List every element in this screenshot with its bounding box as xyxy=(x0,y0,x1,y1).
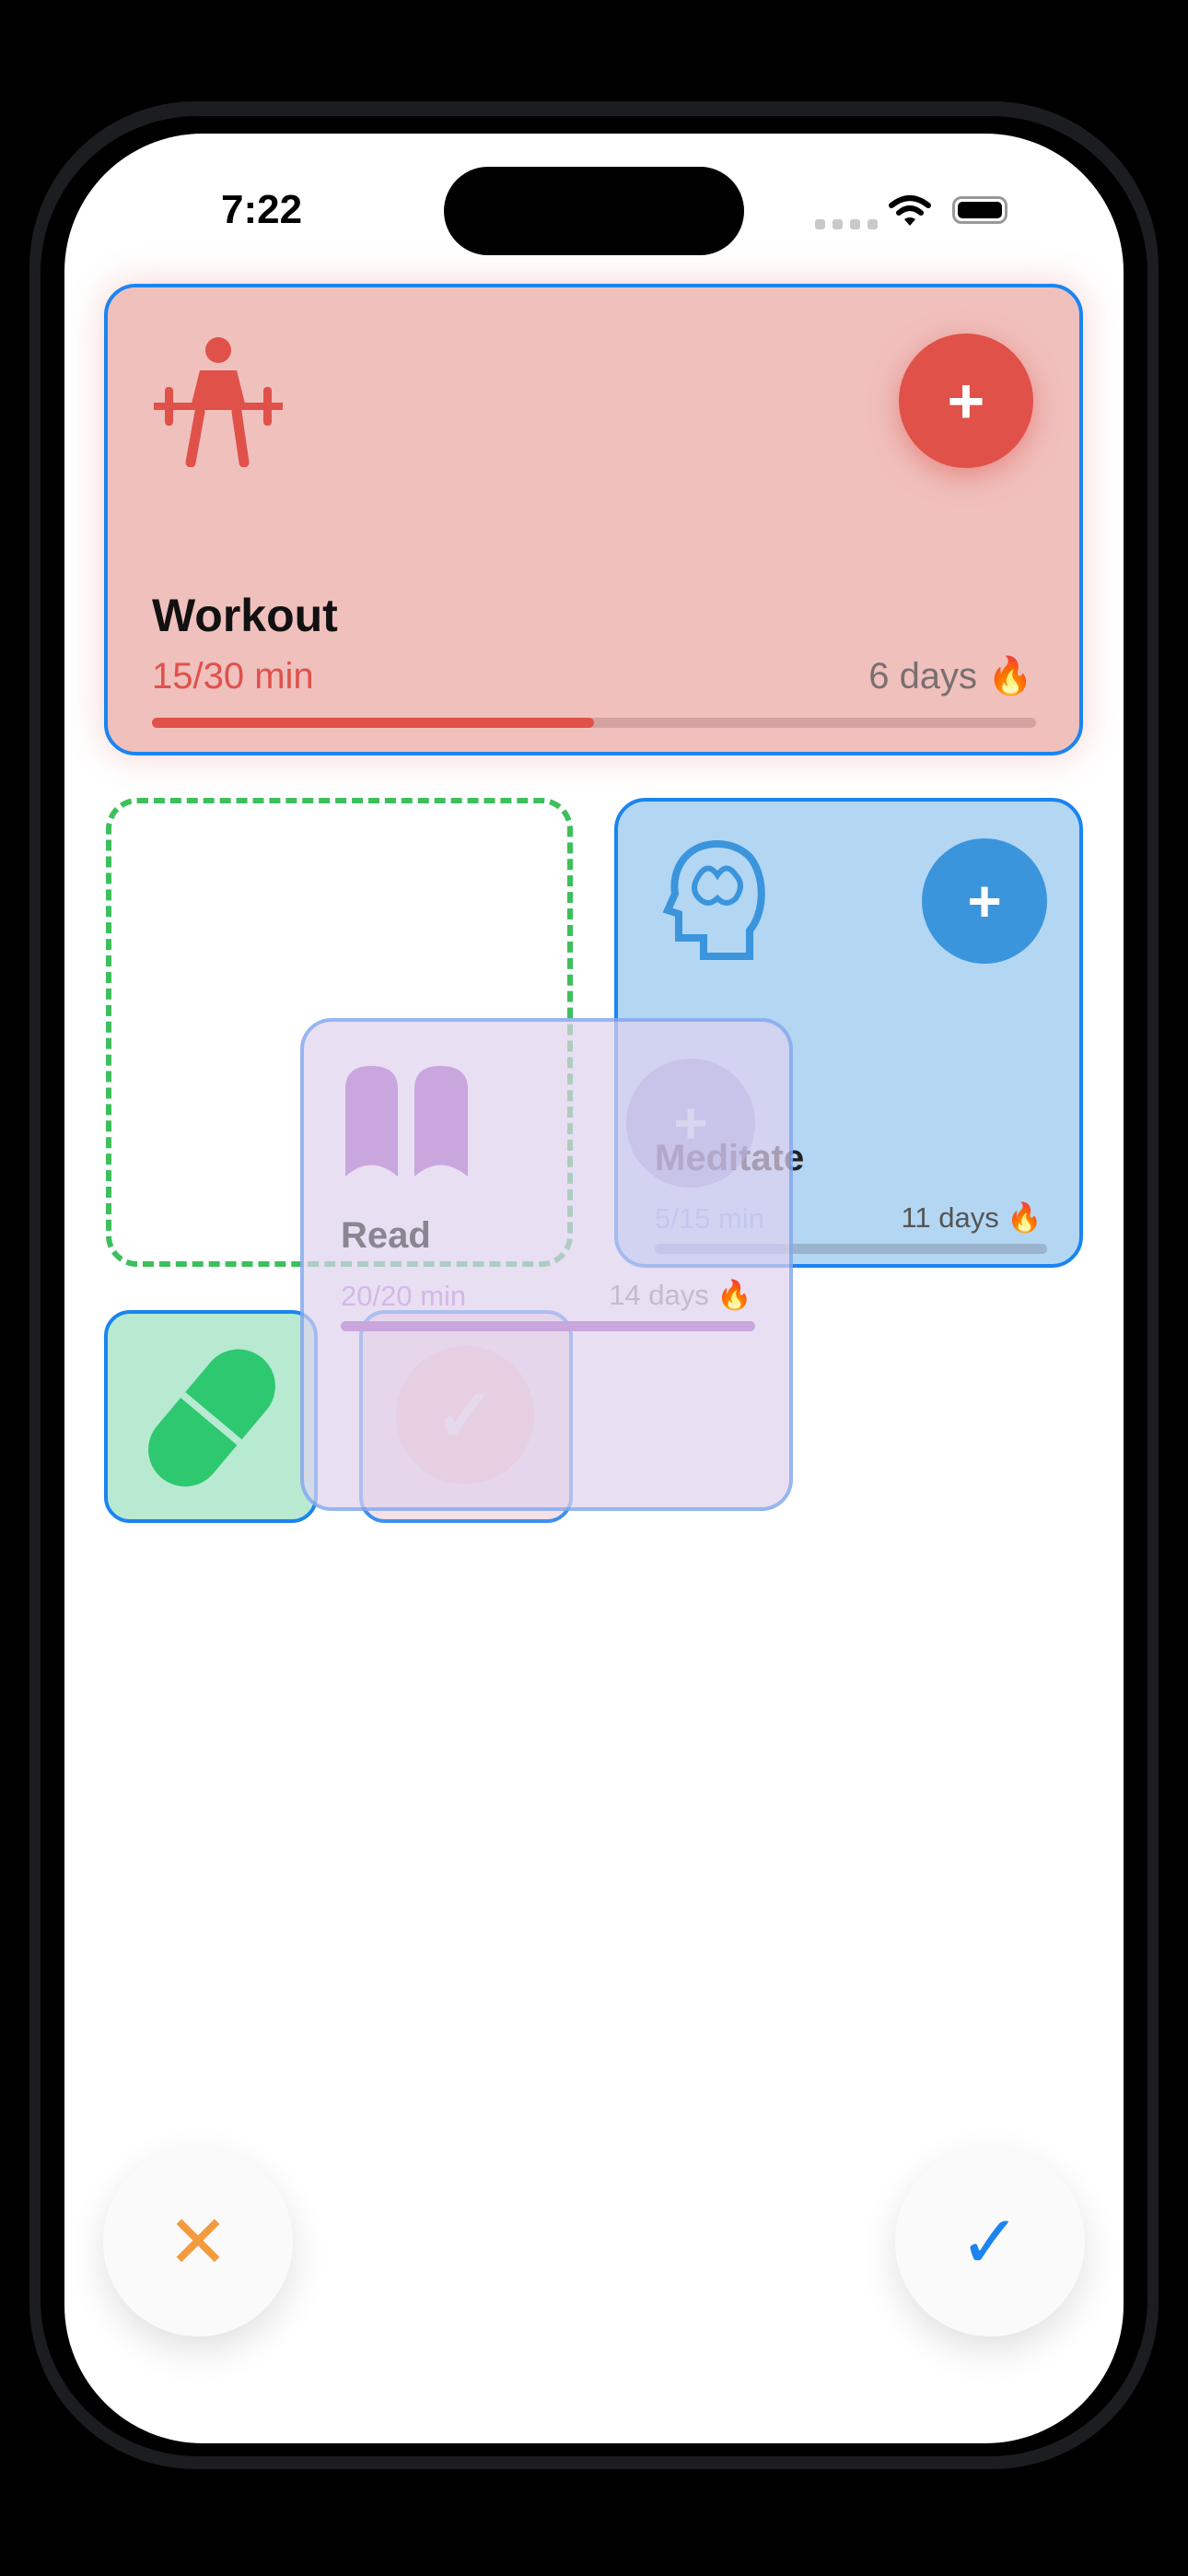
progress-track xyxy=(152,718,1036,728)
habit-progress: 20/20 min xyxy=(341,1280,467,1312)
habit-title: Workout xyxy=(152,590,338,641)
habit-streak: 6 days 🔥 xyxy=(868,656,1033,697)
read-add-button[interactable]: + xyxy=(626,1059,755,1188)
weightlifting-icon xyxy=(154,337,283,467)
wifi-icon xyxy=(889,195,931,226)
confirm-button[interactable]: ✓ xyxy=(895,2147,1085,2336)
habit-streak: 14 days 🔥 xyxy=(609,1279,752,1311)
progress-fill xyxy=(152,718,594,728)
workout-add-button[interactable]: + xyxy=(899,334,1033,468)
brain-head-icon xyxy=(662,839,765,960)
habit-card-workout[interactable]: + Workout 15/30 min 6 days 🔥 xyxy=(104,284,1083,755)
progress-fill xyxy=(341,1321,755,1331)
habit-progress: 15/30 min xyxy=(152,656,314,697)
screen: 7:22 + Workout 15/30 min 6 days 🔥 + Medi… xyxy=(64,134,1124,2443)
habit-card-read-dragging[interactable]: + Read 20/20 min 14 days 🔥 xyxy=(300,1018,793,1511)
battery-icon xyxy=(952,196,1007,224)
habit-streak: 11 days 🔥 xyxy=(901,1201,1042,1234)
cancel-button[interactable]: ✕ xyxy=(103,2147,293,2336)
dynamic-island xyxy=(444,167,744,255)
pill-icon xyxy=(148,1349,275,1487)
fire-icon: 🔥 xyxy=(987,656,1033,697)
checkmark-icon: ✓ xyxy=(959,2200,1021,2283)
habit-title: Read xyxy=(341,1215,431,1256)
progress-track xyxy=(655,1244,1047,1254)
fire-icon: 🔥 xyxy=(716,1279,752,1311)
habit-card-pill[interactable] xyxy=(104,1310,318,1523)
book-icon xyxy=(345,1066,468,1177)
signal-icon xyxy=(815,219,878,229)
close-icon: ✕ xyxy=(167,2200,229,2283)
status-time: 7:22 xyxy=(221,187,303,232)
fire-icon: 🔥 xyxy=(1007,1201,1042,1234)
meditate-add-button[interactable]: + xyxy=(922,838,1047,964)
